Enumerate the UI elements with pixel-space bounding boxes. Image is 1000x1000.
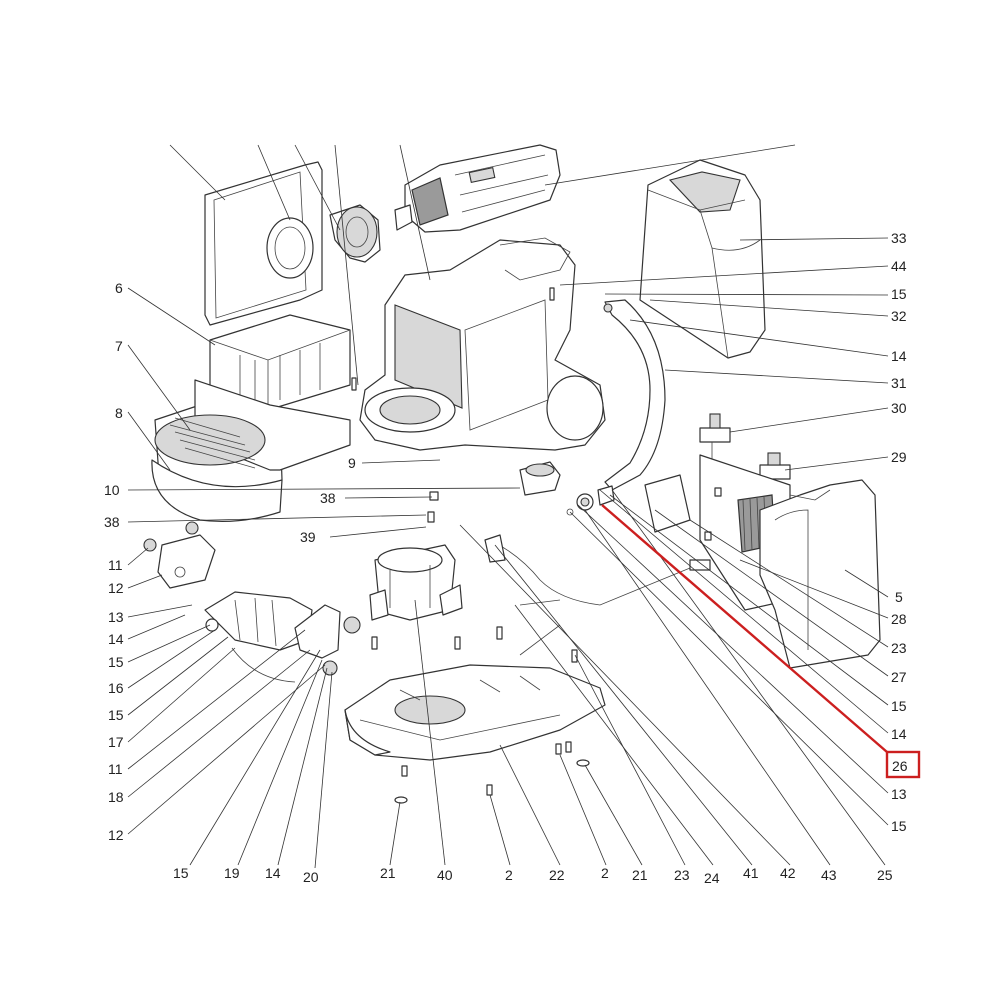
tube-part: [603, 299, 666, 491]
callout-6: 6: [115, 280, 123, 296]
callout-44: 44: [891, 258, 907, 274]
callout-27: 27: [891, 669, 907, 685]
right-cover-part: [759, 479, 881, 669]
callout-11: 11: [108, 761, 123, 777]
solenoid-part: [759, 452, 791, 480]
callout-15: 15: [173, 865, 189, 881]
callout-38: 38: [320, 490, 336, 506]
callout-13: 13: [108, 609, 124, 625]
side-panel-part: [204, 161, 323, 326]
power-cable-part: [484, 534, 711, 656]
callout-11: 11: [108, 557, 123, 573]
callout-28: 28: [891, 611, 907, 627]
callout-26-highlighted: 26: [892, 758, 908, 774]
drip-tray-part: [151, 379, 351, 522]
callout-31: 31: [891, 375, 907, 391]
callout-21: 21: [380, 865, 396, 881]
connector-part: [519, 461, 561, 496]
drip-container-part: [209, 314, 351, 411]
callout-9: 9: [348, 455, 356, 471]
highlight-leader-line: [601, 504, 888, 753]
callout-8: 8: [115, 405, 123, 421]
pump-assembly-part: [143, 521, 361, 683]
callout-20: 20: [303, 869, 319, 885]
callout-2: 2: [601, 865, 609, 881]
callout-18: 18: [108, 789, 124, 805]
callout-14: 14: [891, 348, 907, 364]
brew-unit-part: [394, 144, 561, 233]
callout-7: 7: [115, 338, 123, 354]
callout-17: 17: [108, 734, 124, 750]
callout-14: 14: [108, 631, 124, 647]
callout-24: 24: [704, 870, 720, 886]
fitting-26-part: [566, 485, 615, 516]
callout-15: 15: [108, 654, 124, 670]
callout-42: 42: [780, 865, 796, 881]
callout-labels: 33 44 15 32 14 31 30 29 5 28 23 27 15 14…: [104, 230, 908, 886]
callout-25: 25: [877, 867, 893, 883]
base-part: [344, 664, 606, 761]
main-chassis-part: [359, 237, 606, 451]
callout-15: 15: [891, 698, 907, 714]
callout-23: 23: [674, 867, 690, 883]
callout-2: 2: [505, 867, 513, 883]
callout-5: 5: [895, 589, 903, 605]
callout-15: 15: [891, 818, 907, 834]
callout-10: 10: [104, 482, 120, 498]
parts-drawing: [143, 144, 881, 804]
callout-32: 32: [891, 308, 907, 324]
callout-29: 29: [891, 449, 907, 465]
callout-30: 30: [891, 400, 907, 416]
callout-43: 43: [821, 867, 837, 883]
callout-39: 39: [300, 529, 316, 545]
callout-21: 21: [632, 867, 648, 883]
callout-23: 23: [891, 640, 907, 656]
callout-40: 40: [437, 867, 453, 883]
callout-38: 38: [104, 514, 120, 530]
callout-14: 14: [891, 726, 907, 742]
callout-41: 41: [743, 865, 759, 881]
callout-12: 12: [108, 827, 124, 843]
funnel-part: [329, 204, 381, 263]
callout-19: 19: [224, 865, 240, 881]
callout-15: 15: [891, 286, 907, 302]
callout-33: 33: [891, 230, 907, 246]
callout-12: 12: [108, 580, 124, 596]
leader-lines: [127, 144, 889, 869]
highlight-26: [601, 504, 921, 779]
water-tank-part: [639, 159, 766, 359]
callout-16: 16: [108, 680, 124, 696]
highlight-box: [885, 750, 921, 779]
callout-22: 22: [549, 867, 565, 883]
callout-15: 15: [108, 707, 124, 723]
thermoblock-part: [369, 544, 463, 621]
callout-14: 14: [265, 865, 281, 881]
callout-13: 13: [891, 786, 907, 802]
screws-part: [351, 287, 722, 804]
